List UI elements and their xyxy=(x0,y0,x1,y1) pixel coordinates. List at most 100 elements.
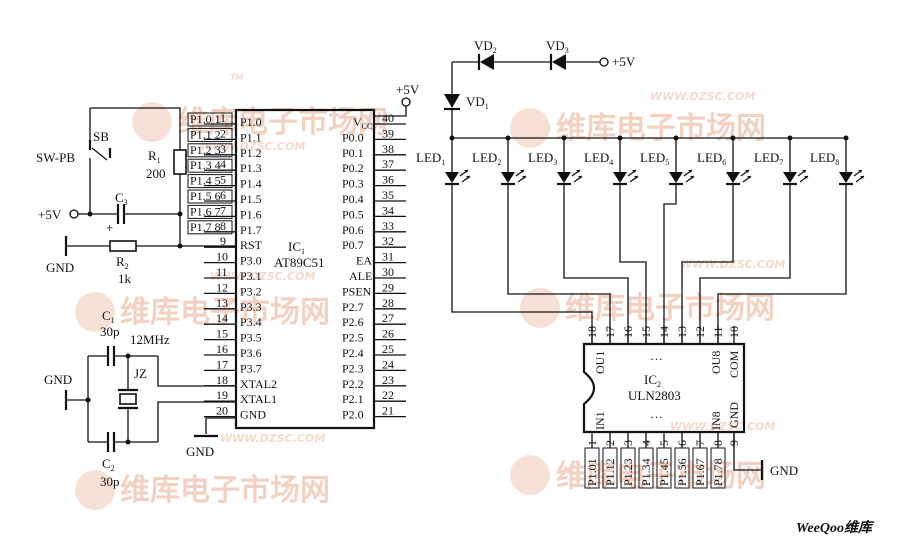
led-ref-label: LED6 xyxy=(697,150,726,167)
ic1-pin-number: 19 xyxy=(216,388,228,402)
p1-net-text: P1.2 3 xyxy=(190,143,221,157)
watermark-url-text: WWW.DZSC.COM xyxy=(670,420,775,433)
ic1-pin-number: 27 xyxy=(382,311,394,325)
watermark-brand-text: 维库电子市场网 xyxy=(120,473,330,508)
ic1-pin-name: P1.4 xyxy=(240,177,262,191)
p1-net-text: P1.5 6 xyxy=(190,189,221,203)
c3-polarity: + xyxy=(106,220,113,235)
ic1-pin-name: P1.1 xyxy=(240,130,262,144)
p1-net-label: P1.4 5 xyxy=(187,174,233,189)
ic1-pin-number: 39 xyxy=(382,126,394,140)
ic2-ref-label: IC2 xyxy=(644,372,661,389)
gnd-ic2-label: GND xyxy=(770,463,798,478)
c1-ref: C1 xyxy=(102,308,115,325)
p1-net-label: P1.78 xyxy=(710,447,726,489)
led-ref-label: LED1 xyxy=(416,150,445,167)
ic2-pin-8: 8P1.78 xyxy=(710,432,726,489)
led-ref-label: LED2 xyxy=(472,150,501,167)
ic2-bottom-pins: 1P1.012P1.123P1.234P1.345P1.456P1.567P1.… xyxy=(584,432,741,489)
p1-net-label: P1.67 xyxy=(692,447,708,489)
ic1-pin-number: 4 xyxy=(220,157,226,171)
ic1-pin-39: 39 P0.0 xyxy=(342,126,406,144)
watermark-brand-text: 维库电子市场网 xyxy=(556,111,766,146)
ic2-pin-number: 11 xyxy=(711,326,725,338)
p1-net-label: P1.5 6 xyxy=(187,189,233,204)
ic2-ou1-label: OU1 xyxy=(593,351,607,374)
plus5v-vd-label: +5V xyxy=(612,54,636,69)
led-route-wire xyxy=(563,184,629,344)
ic1-pin-19: 19 XTAL1 xyxy=(204,388,277,406)
p1-net-label: P1.23 xyxy=(620,447,636,489)
gnd-reset-label: GND xyxy=(46,260,74,275)
vd3-ref: VD3 xyxy=(546,38,569,55)
ic1-pin-name: P1.5 xyxy=(240,192,262,206)
ic1-pin-name: P2.6 xyxy=(342,315,364,329)
ic1-pin-name: P2.5 xyxy=(342,331,364,345)
ic1-pin-number: 2 xyxy=(220,126,226,140)
watermark-bottom-left: 维库电子市场网 WWW.DZSC.COM xyxy=(75,432,330,510)
led-3: LED3 xyxy=(528,135,583,186)
p1-net-text: P1.0 1 xyxy=(190,112,221,126)
ic1-pin-name: PSEN xyxy=(342,284,372,298)
crystal-circuit: C1 30p 12MHz C2 30p GND JZ GND xyxy=(44,308,236,489)
ic2-pin-12: 12 xyxy=(693,326,707,344)
p1-net-text: P1.45 xyxy=(657,458,671,486)
led-route-wire xyxy=(619,184,647,344)
r1-value: 200 xyxy=(146,166,166,181)
p1-net-text: P1.7 8 xyxy=(190,220,221,234)
ic1-pin-name: P0.7 xyxy=(342,238,364,252)
ic2-pin-17: 17 xyxy=(603,326,617,344)
p1-net-text: P1.56 xyxy=(675,458,689,486)
ic2-pin-number: 13 xyxy=(675,326,689,338)
ic1-pin-name: P2.1 xyxy=(342,392,364,406)
switch-swpb-label: SW-PB xyxy=(36,150,75,165)
ic1-pin-name: RST xyxy=(240,238,263,252)
ic1-pin-number: 14 xyxy=(216,311,228,325)
ic1-pin-name: P0.5 xyxy=(342,207,364,221)
ic1-pin-name: P0.0 xyxy=(342,130,364,144)
ic2-pin-number: 7 xyxy=(693,440,707,446)
corner-logo: WeeQoo维库 xyxy=(796,519,875,536)
watermark-url-text: WWW.DZSC.COM xyxy=(220,432,325,445)
ic1-pin-27: 27 P2.6 xyxy=(342,311,406,329)
ic2-pin-2: 2P1.12 xyxy=(602,432,618,489)
ic2-pin-7: 7P1.67 xyxy=(692,432,708,489)
ic2-pin-number: 16 xyxy=(621,326,635,338)
led-ref-label: LED8 xyxy=(810,150,839,167)
ic1-pin-name: P2.4 xyxy=(342,346,364,360)
ic1-pin-number: 7 xyxy=(220,203,226,217)
ic1-pin-name: P2.7 xyxy=(342,300,364,314)
p1-net-label: P1.6 7 xyxy=(187,204,233,219)
ic1-pin-number: 40 xyxy=(382,111,394,125)
ic2-pin-number: 4 xyxy=(639,440,653,446)
p1-net-label: P1.45 xyxy=(656,447,672,489)
p1-net-label: P1.7 8 xyxy=(187,220,233,235)
ic2-pin-6: 6P1.56 xyxy=(674,432,690,489)
p1-net-text: P1.1 2 xyxy=(190,127,221,141)
p1-net-text: P1.4 5 xyxy=(190,174,221,188)
ic2-pin-4: 4P1.34 xyxy=(638,432,654,489)
watermark-url-text: WWW.DZSC.COM xyxy=(680,258,785,271)
ic1-pin-number: 20 xyxy=(216,404,228,418)
ic1-pin-name: P2.0 xyxy=(342,408,364,422)
ic1-pin-name: XTAL1 xyxy=(240,392,277,406)
p1-net-label: P1.3 4 xyxy=(187,158,233,173)
ic1-pin-name: P0.1 xyxy=(342,146,364,160)
watermark-brand-text: 维库电子市场网 xyxy=(565,291,775,326)
